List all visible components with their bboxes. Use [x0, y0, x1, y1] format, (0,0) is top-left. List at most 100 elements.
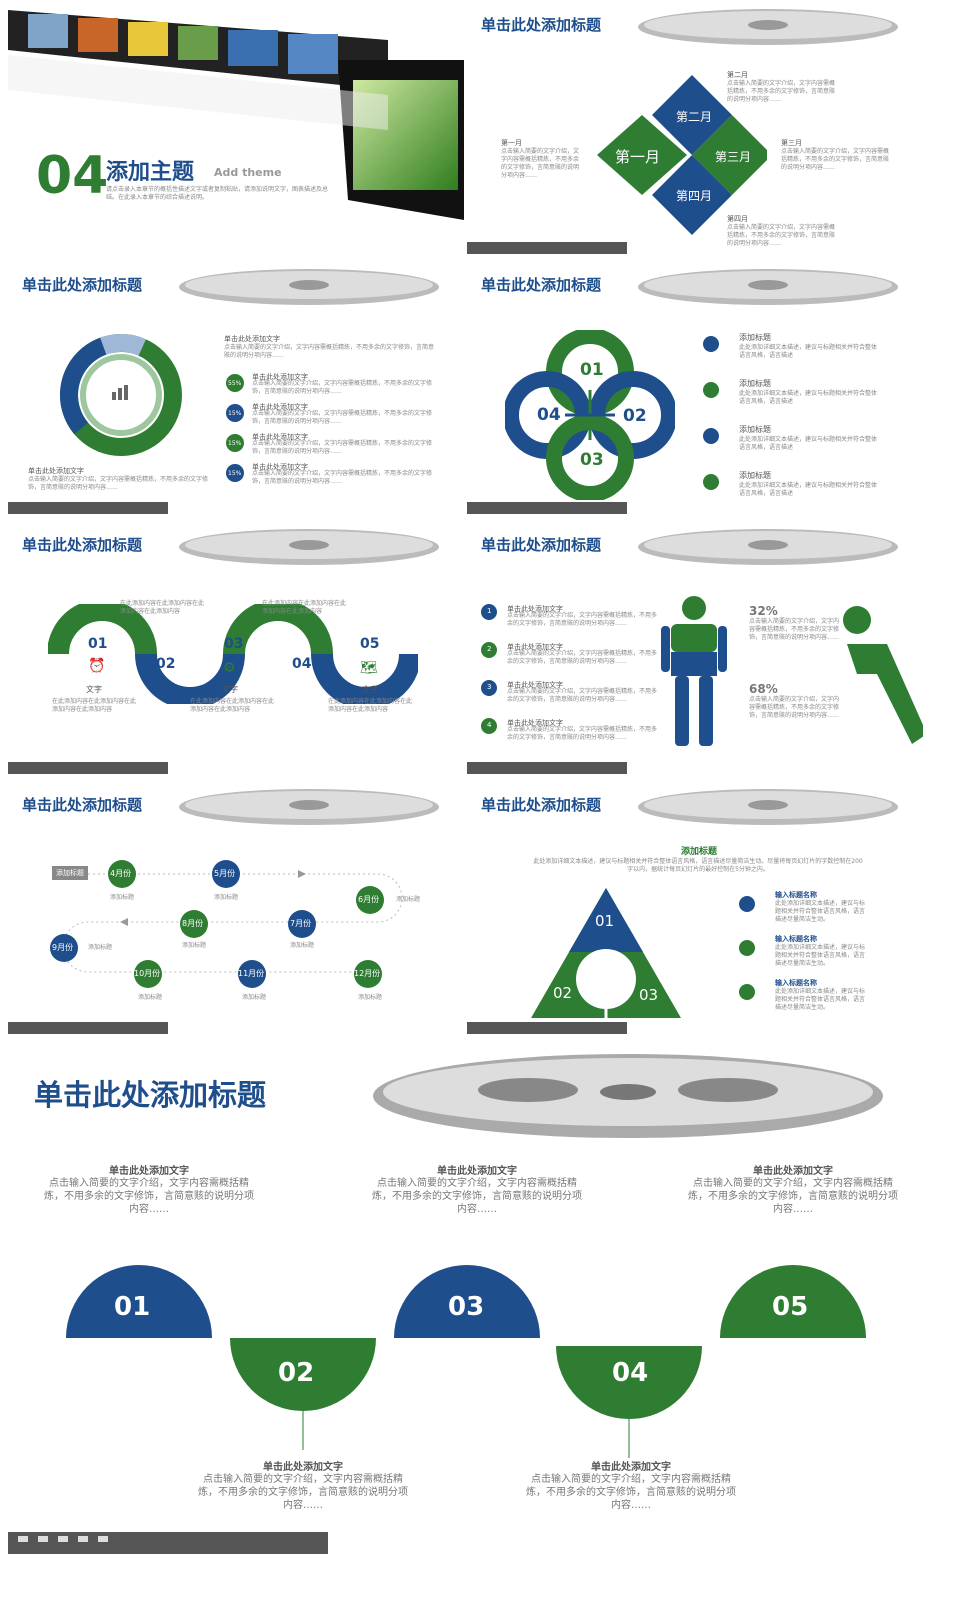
slide-title: 单击此处添加标题 [481, 796, 602, 814]
film-reel-image [638, 529, 898, 565]
wave-word-1: 文字 [86, 685, 102, 694]
wave-num-3: 03 [224, 636, 244, 652]
film-strip-decor [467, 762, 627, 774]
wave-word-3: 文字 [362, 685, 378, 694]
wave-diagram [48, 604, 418, 704]
film-strip-decor [467, 1022, 627, 1034]
film-strip-decor [8, 762, 168, 774]
slide-semicircles: 单击此处添加标题 01 02 03 04 05 单击此处添加文字 点击输入简要的… [8, 1040, 923, 1560]
donut-left-note: 单击此处添加文字 点击输入简要的文字介绍，文字内容需概括精炼，不用多余的文字修饰… [28, 467, 209, 491]
diamond-bottom-label: 第四月 [676, 189, 713, 203]
stat-1: 32% 点击输入简要的文字介绍，文字内容需概括精炼，不用多余的文字修饰，言简意赅… [749, 604, 840, 641]
film-reel-image [638, 789, 898, 825]
semi-note-5: 单击此处添加文字 点击输入简要的文字介绍，文字内容需概括精炼，不用多余的文字修饰… [688, 1166, 898, 1215]
semi-note-4: 单击此处添加文字 点击输入简要的文字介绍，文字内容需概括精炼，不用多余的文字修饰… [526, 1462, 736, 1511]
wave-bottom-text-1: 在此添加内容在此添加内容在此添加内容在此添加内容 [52, 698, 137, 713]
clover-diagram [505, 330, 675, 500]
triangle-list: 输入标题名称 此处添加详细文本描述，建议与标题相关并符合整体语言风格，语言描述尽… [739, 890, 919, 1022]
slide-title: 单击此处添加标题 [22, 536, 143, 554]
wave-num-2: 02 [156, 656, 176, 672]
pct-item: 15% 单击此处添加文字 点击输入简要的文字介绍，文字内容需概括精炼，不用多余的… [226, 433, 433, 455]
month-node [356, 886, 384, 914]
map-icon: 🗺 [360, 660, 378, 676]
triangle-head-text: 此处添加详细文本描述，建议与标题相关并符合整体语言风格，语言描述尽量简洁生动。尽… [533, 858, 863, 873]
semi-num-5: 05 [772, 1292, 809, 1322]
triangle-num-2: 02 [553, 984, 573, 1002]
pct-item: 15% 单击此处添加文字 点击输入简要的文字介绍，文字内容需概括精炼，不用多余的… [226, 403, 433, 425]
triangle-head: 添加标题 [681, 847, 718, 857]
triangle-diagram [531, 888, 681, 1018]
month-node [180, 910, 208, 938]
wave-bottom-text-3: 在此添加内容在此添加内容在此添加内容在此添加内容 [328, 698, 413, 713]
clover-list: 添加标题 此处添加详细文本描述，建议与标题相关并符合整体语言风格，语言描述 添加… [703, 332, 913, 516]
slide-wave: 单击此处添加标题 在此添加内容在此添加内容在此添加内容在此添加内容 在此添加内容… [8, 520, 464, 778]
slide-cover: 04 添加主题 Add theme 请点击录入本章节的概括性描述文字或者复制粘贴… [8, 0, 464, 258]
slide-timeline: 单击此处添加标题 添加标题 4月份 5月份 6月份 7月份 8月份 9月份 10… [8, 780, 464, 1038]
film-strip-decor [8, 1532, 328, 1554]
month-node [108, 860, 136, 888]
chapter-desc: 请点击录入本章节的概括性描述文字或者复制粘贴，请添加说明文字，图表描述及总结。在… [106, 186, 329, 201]
clover-num-1: 01 [580, 360, 604, 380]
stat-2: 68% 点击输入简要的文字介绍，文字内容需概括精炼，不用多余的文字修饰，言简意赅… [749, 682, 840, 719]
semi-note-2: 单击此处添加文字 点击输入简要的文字介绍，文字内容需概括精炼，不用多余的文字修饰… [198, 1462, 408, 1511]
film-reel-image [179, 529, 439, 565]
gear-icon: ⚙ [223, 660, 236, 676]
semicircle-diagram [66, 1265, 866, 1458]
pct-item: 55% 单击此处添加文字 点击输入简要的文字介绍，文字内容需概括精炼，不用多余的… [226, 373, 433, 395]
film-strip-decor [467, 242, 627, 254]
donut-chart [60, 334, 182, 456]
list-item: 3 单击此处添加文字 点击输入简要的文字介绍，文字内容需概括精炼，不用多余的文字… [481, 680, 661, 718]
film-strip-decor [467, 502, 627, 514]
chapter-subtitle: Add theme [214, 166, 282, 179]
month-node [212, 860, 240, 888]
film-reel-image [638, 9, 898, 45]
wave-word-2: 文字 [222, 685, 238, 694]
timeline-path [62, 870, 403, 973]
diamond-center-label: 第一月 [615, 148, 661, 166]
slide-title: 单击此处添加标题 [481, 276, 602, 294]
month-node [134, 960, 162, 988]
list-item: 添加标题 此处添加详细文本描述，建议与标题相关并符合整体语言风格，语言描述 [703, 470, 913, 516]
diamond-diagram [597, 75, 767, 235]
list-item: 添加标题 此处添加详细文本描述，建议与标题相关并符合整体语言风格，语言描述 [703, 424, 913, 470]
film-strip-decor [8, 502, 168, 514]
list-item: 添加标题 此处添加详细文本描述，建议与标题相关并符合整体语言风格，语言描述 [703, 332, 913, 378]
running-person-icon [843, 606, 923, 744]
wave-bottom-text-2: 在此添加内容在此添加内容在此添加内容在此添加内容 [190, 698, 275, 713]
semi-num-4: 04 [612, 1358, 649, 1388]
list-item: 输入标题名称 此处添加详细文本描述，建议与标题相关并符合整体语言风格，语言描述尽… [739, 890, 919, 934]
month-node [238, 960, 266, 988]
wave-num-4: 04 [292, 656, 312, 672]
pct-item: 15% 单击此处添加文字 点击输入简要的文字介绍，文字内容需概括精炼，不用多余的… [226, 463, 433, 485]
semi-num-3: 03 [448, 1292, 485, 1322]
semi-num-2: 02 [278, 1358, 315, 1388]
list-item: 输入标题名称 此处添加详细文本描述，建议与标题相关并符合整体语言风格，语言描述尽… [739, 934, 919, 978]
slide-title: 单击此处添加标题 [22, 796, 143, 814]
semi-num-1: 01 [114, 1292, 151, 1322]
note-4: 第四月 点击输入简要的文字介绍，文字内容需概括精炼，不用多余的文字修饰，言简意赅… [727, 215, 836, 247]
wave-top-text-2: 在此添加内容在此添加内容在此添加内容在此添加内容 [262, 600, 347, 615]
slide-diamonds: 单击此处添加标题 第一月 第二月 第三月 第四月 第一月 点击输入简要的文字介绍… [467, 0, 923, 258]
film-reel-image [373, 1054, 883, 1138]
triangle-num-3: 03 [639, 986, 659, 1004]
list-item: 2 单击此处添加文字 点击输入简要的文字介绍，文字内容需概括精炼，不用多余的文字… [481, 642, 661, 680]
month-node [354, 960, 382, 988]
slide-donut: 单击此处添加标题 单击此处添加文字 点击输入简要的文字介绍，文字内容需概括精炼，… [8, 260, 464, 518]
person-icon [661, 596, 727, 746]
wave-num-1: 01 [88, 636, 108, 652]
num-list: 1 单击此处添加文字 点击输入简要的文字介绍，文字内容需概括精炼，不用多余的文字… [481, 604, 661, 756]
note-3: 第三月 点击输入简要的文字介绍，文字内容需概括精炼，不用多余的文字修饰，言简意赅… [781, 139, 890, 171]
timeline-start-tag: 添加标题 [52, 866, 88, 880]
film-reel-image [179, 269, 439, 305]
slide-clover: 单击此处添加标题 01 04 02 03 添加标题 此处添加详细文本描述，建议与… [467, 260, 923, 518]
slide-title: 单击此处添加标题 [34, 1078, 267, 1112]
slide-people: 单击此处添加标题 1 单击此处添加文字 点击输入简要的文字介绍，文字内容需概括精… [467, 520, 923, 778]
diamond-right-label: 第三月 [715, 150, 752, 164]
slide-title: 单击此处添加标题 [22, 276, 143, 294]
list-item: 4 单击此处添加文字 点击输入简要的文字介绍，文字内容需概括精炼，不用多余的文字… [481, 718, 661, 756]
note-2: 第二月 点击输入简要的文字介绍，文字内容需概括精炼，不用多余的文字修饰，言简意赅… [727, 71, 836, 103]
semi-note-1: 单击此处添加文字 点击输入简要的文字介绍，文字内容需概括精炼，不用多余的文字修饰… [44, 1166, 254, 1215]
donut-top-note: 单击此处添加文字 点击输入简要的文字介绍，文字内容需概括精炼，不用多余的文字修饰… [224, 335, 435, 359]
alarm-icon: ⏰ [88, 658, 106, 674]
wave-num-5: 05 [360, 636, 380, 652]
